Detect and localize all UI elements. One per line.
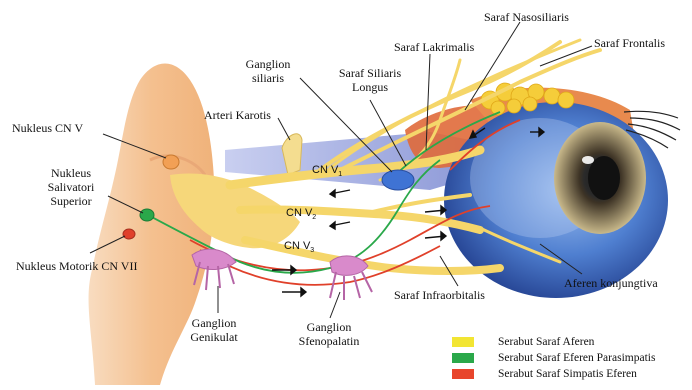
- label-line: Ganglion: [236, 57, 300, 71]
- label-cn-v3: CN V3: [284, 240, 314, 254]
- legend-swatch: [452, 353, 474, 363]
- cn-base: CN V: [284, 240, 310, 252]
- legend-label: Serabut Saraf Simpatis Eferen: [498, 368, 637, 380]
- pupil-glint: [582, 156, 594, 164]
- legend-item: Serabut Saraf Eferen Parasimpatis: [452, 350, 692, 366]
- ciliary-ganglion: [382, 170, 414, 190]
- label-line: Ganglion: [284, 320, 374, 334]
- cn-sub: 1: [338, 171, 342, 178]
- label-line: Saraf Siliaris: [322, 66, 418, 80]
- legend-swatch: [452, 337, 474, 347]
- nucleus-salivatori-dot: [140, 209, 154, 221]
- label-ganglion-sfenopalatin: Ganglion Sfenopalatin: [284, 320, 374, 348]
- label-saraf-nasosiliaris: Saraf Nasosiliaris: [484, 10, 569, 24]
- label-line: Salivatori: [28, 180, 114, 194]
- nucleus-motorik-dot: [123, 229, 135, 239]
- cn-sub: 3: [310, 247, 314, 254]
- label-line: Longus: [322, 80, 418, 94]
- label-line: Genikulat: [172, 330, 256, 344]
- legend-item: Serabut Saraf Aferen: [452, 334, 692, 350]
- cn-base: CN V: [312, 164, 338, 176]
- label-line: Ganglion: [172, 316, 256, 330]
- label-line: siliaris: [236, 71, 300, 85]
- label-nukleus-motorik: Nukleus Motorik CN VII: [16, 259, 137, 273]
- label-nukleus-salivatori: Nukleus Salivatori Superior: [28, 166, 114, 208]
- label-saraf-lakrimalis: Saraf Lakrimalis: [394, 40, 474, 54]
- label-cn-v2: CN V2: [286, 207, 316, 221]
- legend: Serabut Saraf Aferen Serabut Saraf Efere…: [452, 334, 692, 382]
- legend-swatch: [452, 369, 474, 379]
- label-saraf-siliaris-longus: Saraf Siliaris Longus: [322, 66, 418, 94]
- label-saraf-frontalis: Saraf Frontalis: [594, 36, 665, 50]
- cn-sub: 2: [312, 214, 316, 221]
- pupil: [588, 156, 620, 200]
- cn-base: CN V: [286, 207, 312, 219]
- label-ganglion-siliaris: Ganglion siliaris: [236, 57, 300, 85]
- label-cn-v1: CN V1: [312, 164, 342, 178]
- label-line: Superior: [28, 194, 114, 208]
- label-ganglion-genikulat: Ganglion Genikulat: [172, 316, 256, 344]
- label-line: Sfenopalatin: [284, 334, 374, 348]
- label-line: Nukleus: [28, 166, 114, 180]
- legend-label: Serabut Saraf Eferen Parasimpatis: [498, 352, 655, 364]
- legend-item: Serabut Saraf Simpatis Eferen: [452, 366, 692, 382]
- nucleus-cn-v-dot: [163, 155, 179, 169]
- label-arteri-karotis: Arteri Karotis: [204, 108, 271, 122]
- legend-label: Serabut Saraf Aferen: [498, 336, 594, 348]
- label-saraf-infraorbitalis: Saraf Infraorbitalis: [394, 288, 485, 302]
- label-nukleus-cn-v: Nukleus CN V: [12, 121, 83, 135]
- label-aferen-konjungtiva: Aferen konjungtiva: [564, 276, 658, 290]
